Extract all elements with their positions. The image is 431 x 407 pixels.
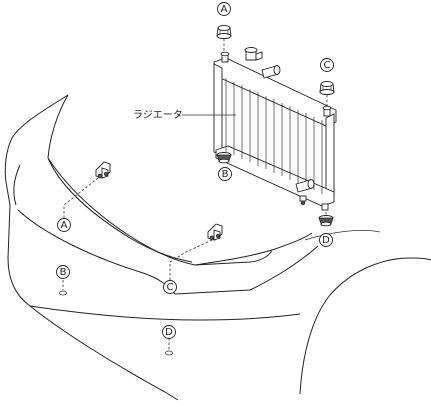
radiator-upper-pin-left (220, 51, 230, 63)
vehicle-front-body (4, 94, 431, 401)
callout-d-body: D (162, 325, 176, 339)
upper-hose-outlet (261, 65, 281, 79)
lower-insulator-d (318, 215, 334, 227)
callout-d-radiator: D (319, 233, 333, 247)
headlamp-edge (304, 230, 381, 241)
body-outer-outline (4, 94, 179, 401)
upper-mount-bracket-right (207, 223, 223, 241)
upper-insulator-c (319, 81, 335, 95)
upper-mount-bracket-left (95, 161, 111, 179)
svg-text:A: A (61, 220, 68, 231)
svg-text:C: C (324, 60, 331, 71)
drain-plug (299, 195, 307, 206)
body-mount-hole-d (165, 350, 173, 356)
bumper-top-line (17, 209, 319, 295)
svg-text:B: B (60, 267, 67, 278)
svg-text:A: A (221, 4, 228, 15)
callout-c-top: C (320, 58, 334, 72)
radiator-lower-tank (215, 145, 335, 207)
radiator-upper-pin-right (322, 105, 332, 117)
grille-upper-line (194, 232, 313, 266)
svg-text:C: C (167, 282, 174, 293)
svg-text:D: D (322, 235, 330, 246)
callout-b-radiator: B (218, 167, 232, 181)
wheel-arch (299, 257, 431, 395)
hood-leading-line (47, 157, 273, 266)
svg-text:D: D (165, 327, 173, 338)
radiator-fins (225, 78, 323, 194)
body-mount-hole-b (59, 290, 67, 296)
leader-a-body (63, 177, 99, 218)
svg-text:B: B (222, 169, 229, 180)
callout-a-body: A (57, 218, 71, 232)
radiator-left-tank (213, 63, 223, 157)
callout-a-top: A (217, 2, 231, 16)
fender-edge (13, 164, 21, 206)
radiator (213, 47, 337, 211)
radiator-cap (244, 47, 263, 61)
lower-insulator-b (216, 152, 232, 164)
radiator-label: ラジエータ (133, 109, 183, 121)
upper-insulator-a (216, 25, 232, 39)
callout-b-body: B (56, 265, 70, 279)
leader-c-body (169, 239, 213, 280)
lower-hose-outlet (295, 179, 315, 193)
bumper-lower-line (29, 305, 301, 321)
callout-c-body: C (163, 280, 177, 294)
radiator-lower-pin-right (321, 203, 329, 211)
